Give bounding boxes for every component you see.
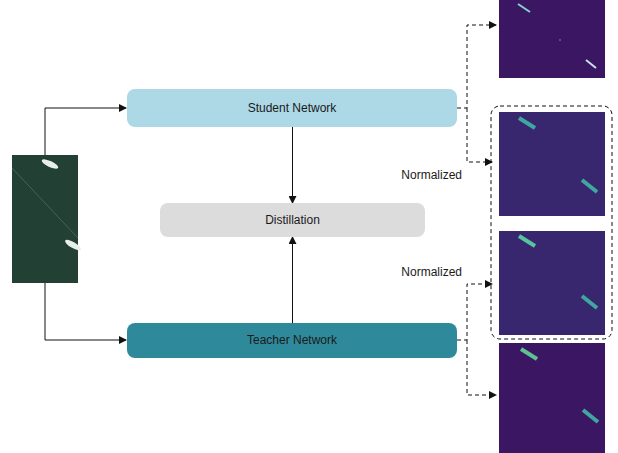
input-arrow — [45, 108, 126, 155]
output-arrow — [457, 25, 496, 108]
group-bracket — [491, 106, 612, 339]
node-label: Distillation — [265, 213, 320, 227]
feature-map — [499, 343, 605, 453]
process-box: Student Network — [127, 89, 457, 127]
output-arrow — [457, 284, 492, 340]
output-arrow — [467, 108, 492, 162]
annotation-label: Normalized — [399, 168, 464, 182]
annotation-label: Normalized — [399, 265, 464, 279]
node-label: Student Network — [248, 101, 337, 115]
feature-map — [499, 0, 605, 78]
connector-arrow — [292, 237, 293, 323]
input-image — [12, 155, 82, 283]
process-box: Distillation — [160, 203, 425, 237]
connector-arrow — [292, 127, 293, 203]
node-label: Teacher Network — [247, 333, 337, 347]
feature-map — [499, 112, 605, 216]
output-arrow — [467, 340, 496, 395]
feature-map — [499, 231, 605, 335]
input-arrow — [45, 283, 126, 340]
process-box: Teacher Network — [127, 323, 457, 358]
